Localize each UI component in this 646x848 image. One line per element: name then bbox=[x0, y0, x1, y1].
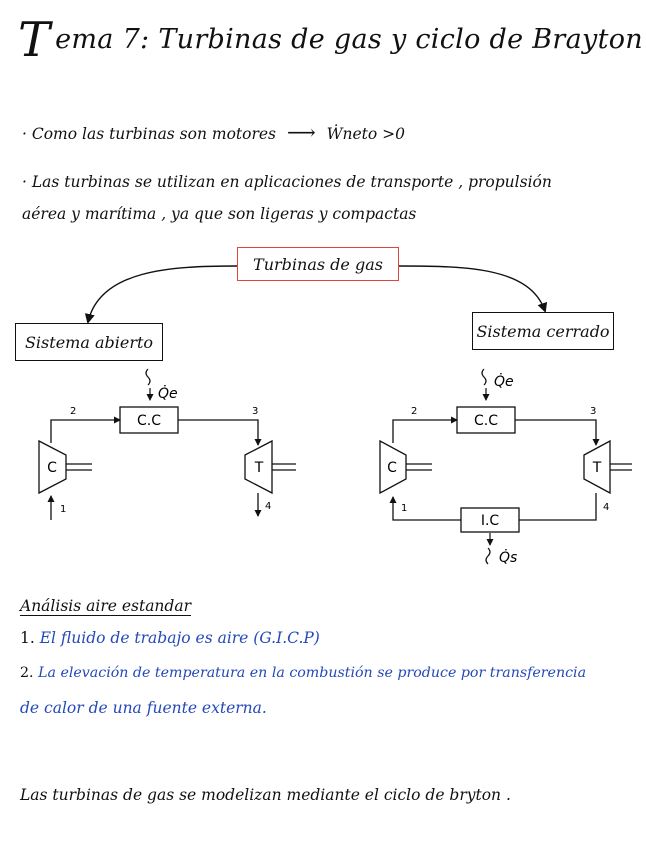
analysis-item-1-text: El fluido de trabajo es aire (G.I.C.P) bbox=[39, 629, 320, 647]
closed-combustor-box bbox=[456, 406, 516, 434]
sistema-abierto-box: Sistema abierto bbox=[15, 323, 163, 361]
title-text: ema 7: Turbinas de gas y ciclo de Brayto… bbox=[55, 24, 643, 55]
open-state-1: 1 bbox=[60, 504, 66, 515]
analysis-item-2: 2. La elevación de temperatura en la com… bbox=[20, 665, 586, 681]
wnet-expression: Ẇneto >0 bbox=[326, 125, 405, 143]
sistema-cerrado-label: Sistema cerrado bbox=[476, 321, 610, 341]
closed-turbine-label: T bbox=[592, 460, 602, 476]
closed-heat-in-label: Q̇e bbox=[494, 373, 514, 390]
closed-turbine-shape bbox=[583, 439, 611, 495]
tree-right-arrow bbox=[398, 265, 548, 313]
open-combustor-box bbox=[119, 406, 179, 434]
analysis-item-1: 1. El fluido de trabajo es aire (G.I.C.P… bbox=[20, 629, 320, 647]
title-initial: T bbox=[18, 12, 51, 68]
analysis-item-1-num: 1. bbox=[20, 629, 35, 647]
arrow-right-icon: ⟶ bbox=[286, 120, 316, 144]
turbinas-de-gas-label: Turbinas de gas bbox=[253, 254, 383, 274]
bullet-motores: · Como las turbinas son motores ⟶ Ẇneto … bbox=[22, 120, 405, 144]
closed-combustor-label: C.C bbox=[474, 413, 498, 429]
closed-exchanger-label: I.C bbox=[481, 513, 500, 529]
open-combustor-label: C.C bbox=[137, 413, 161, 429]
closed-compressor-label: C bbox=[387, 460, 397, 476]
open-system-diagram: Q̇e C.C 2 3 C 1 T 4 bbox=[38, 368, 296, 520]
analysis-item-2-cont: de calor de una fuente externa. bbox=[20, 699, 267, 717]
closed-compressor-shape bbox=[379, 439, 407, 495]
closed-exchanger-box bbox=[460, 507, 520, 533]
analysis-item-2-num: 2. bbox=[20, 665, 34, 681]
open-turbine-label: T bbox=[254, 460, 264, 476]
closed-heat-out-label: Q̇s bbox=[499, 549, 517, 566]
closed-system-diagram: Q̇e C.C 2 3 C T 4 I.C 1 Q̇s bbox=[379, 368, 632, 566]
open-turbine-shape bbox=[244, 439, 273, 495]
bullet-usos-line-1: · Las turbinas se utilizan en aplicacion… bbox=[22, 173, 552, 191]
open-compressor-shape bbox=[38, 439, 67, 495]
analysis-item-2-text: La elevación de temperatura en la combus… bbox=[38, 665, 587, 681]
bullet-motores-text: · Como las turbinas son motores bbox=[22, 125, 277, 143]
closed-state-4: 4 bbox=[603, 502, 609, 513]
open-state-4: 4 bbox=[265, 501, 271, 512]
closed-state-2: 2 bbox=[411, 406, 417, 417]
closed-state-3: 3 bbox=[590, 406, 596, 417]
bullet-usos-line-2: aérea y marítima , ya que son ligeras y … bbox=[22, 205, 417, 223]
sistema-abierto-label: Sistema abierto bbox=[24, 332, 154, 352]
footer-sentence: Las turbinas de gas se modelizan mediant… bbox=[20, 786, 511, 804]
sistema-cerrado-box: Sistema cerrado bbox=[472, 312, 614, 350]
open-state-3: 3 bbox=[252, 406, 258, 417]
open-heat-in-label: Q̇e bbox=[158, 385, 178, 402]
open-compressor-label: C bbox=[47, 460, 57, 476]
tree-left-arrow bbox=[84, 265, 238, 324]
page-title: T ema 7: Turbinas de gas y ciclo de Bray… bbox=[18, 10, 643, 70]
closed-state-1: 1 bbox=[401, 503, 407, 514]
open-state-2: 2 bbox=[70, 406, 76, 417]
turbinas-de-gas-box: Turbinas de gas bbox=[237, 247, 399, 281]
analysis-heading: Análisis aire estandar bbox=[20, 597, 191, 615]
